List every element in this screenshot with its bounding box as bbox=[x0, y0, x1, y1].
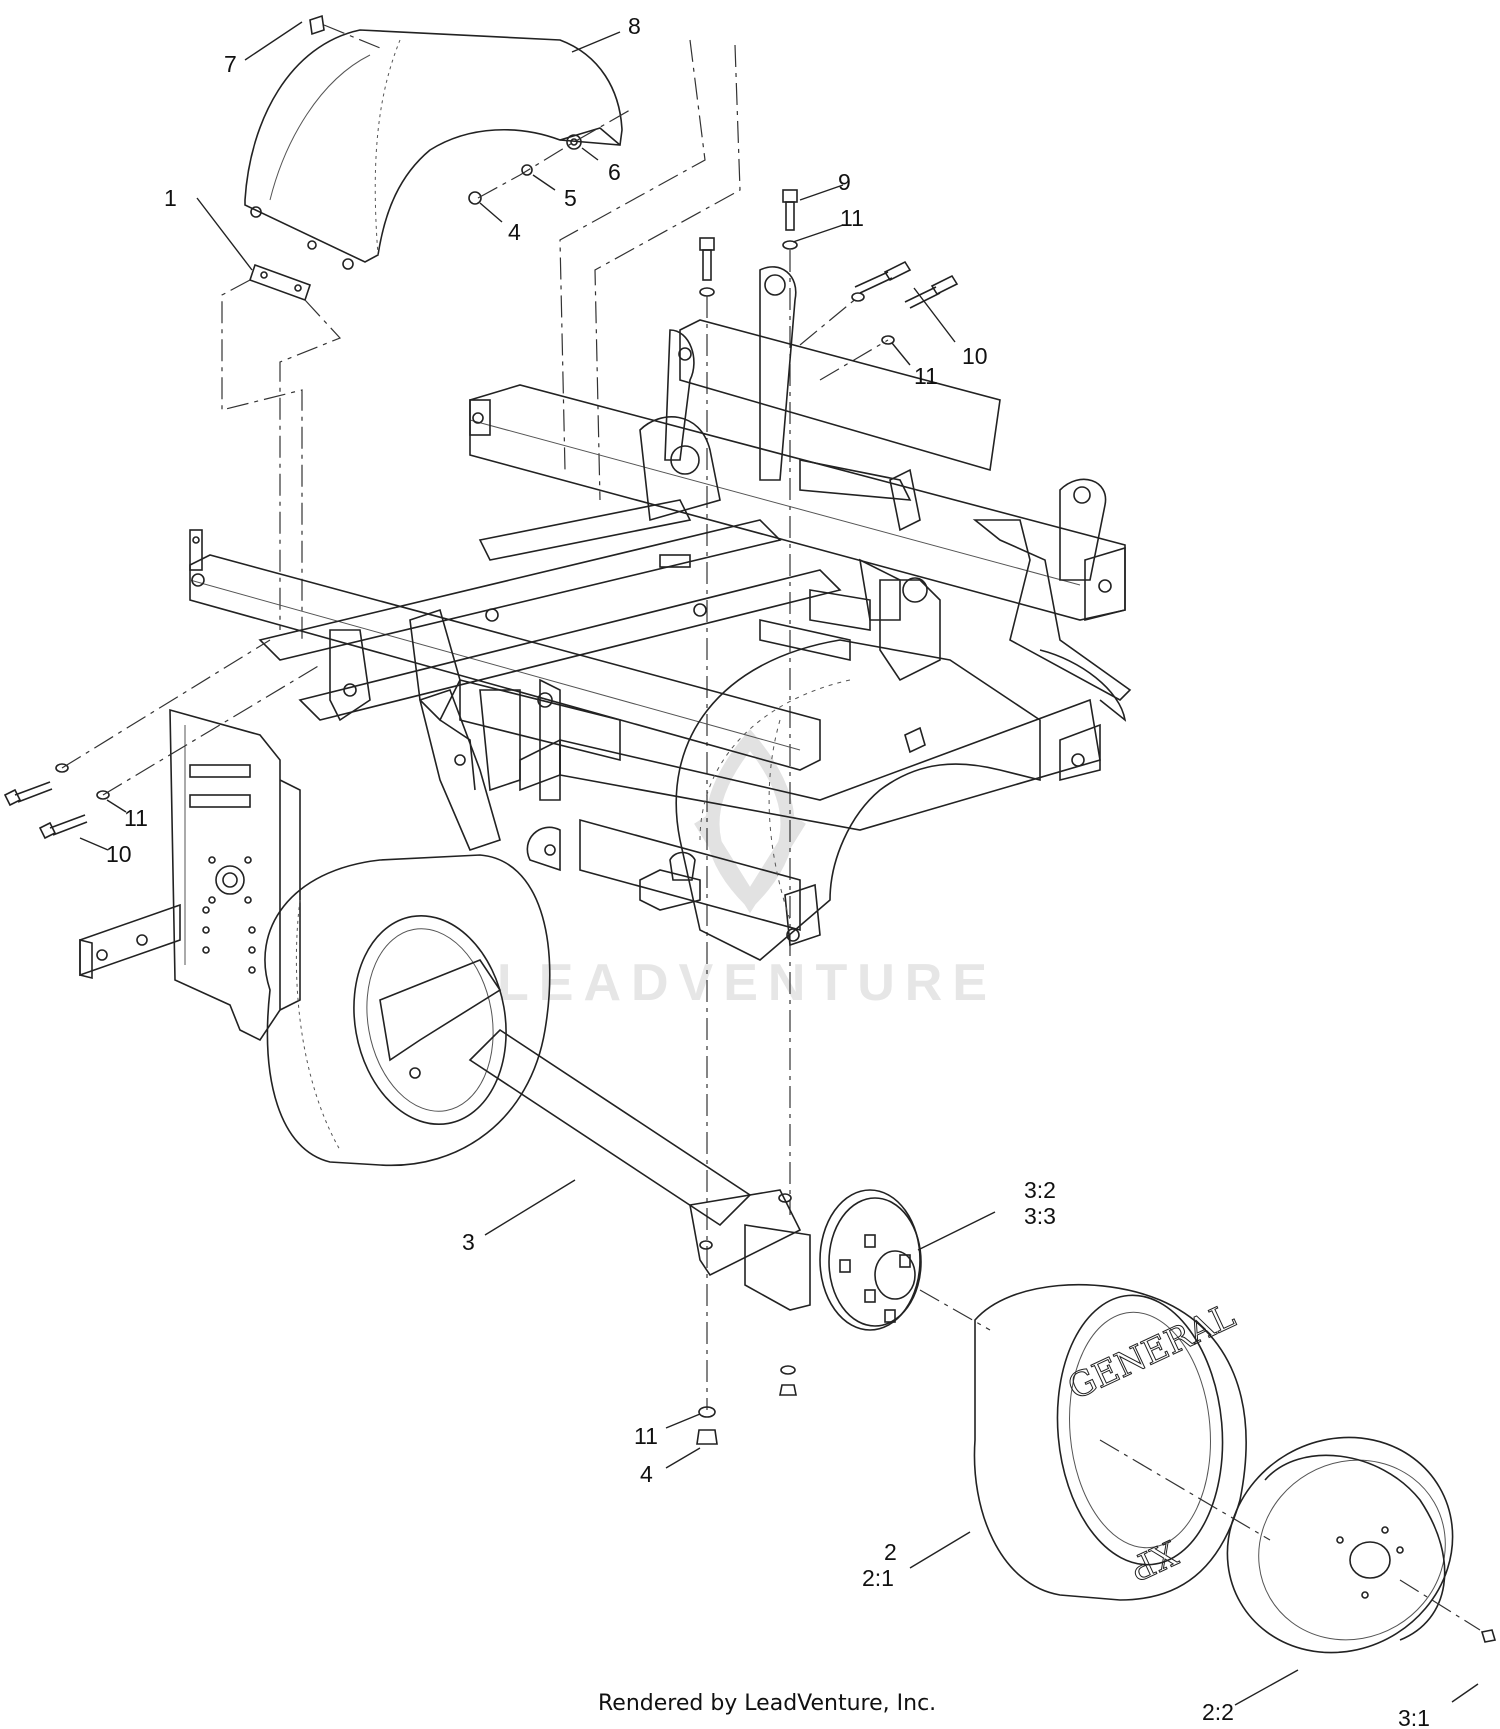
callout-4-top: 4 bbox=[508, 219, 521, 245]
callout-labels: 7 8 6 5 4 1 9 11 10 11 11 10 3 3:2 3:3 1… bbox=[106, 13, 1430, 1729]
main-frame bbox=[79, 266, 1132, 1042]
callout-11-right: 11 bbox=[914, 363, 938, 389]
callout-4-bottom: 4 bbox=[640, 1461, 653, 1487]
decal bbox=[309, 14, 325, 36]
watermark: LEADVENTURE bbox=[497, 729, 997, 1012]
fender-top bbox=[244, 29, 623, 270]
tire-brand-text: GENERAL bbox=[1062, 1296, 1241, 1408]
axle bbox=[468, 1028, 811, 1311]
washer-11-bottom bbox=[698, 1406, 716, 1418]
washer-lower-right bbox=[780, 1365, 796, 1375]
fender-installed bbox=[675, 639, 1041, 961]
callout-3-2: 3:2 bbox=[1024, 1177, 1056, 1203]
fender-bracket bbox=[248, 263, 312, 302]
watermark-text: LEADVENTURE bbox=[497, 954, 997, 1012]
callout-1: 1 bbox=[164, 185, 177, 211]
callout-10-right: 10 bbox=[962, 343, 988, 369]
callout-9: 9 bbox=[838, 169, 851, 195]
callout-3-1: 3:1 bbox=[1398, 1705, 1430, 1729]
callout-11-bottom: 11 bbox=[634, 1423, 658, 1449]
callout-2: 2 bbox=[884, 1539, 897, 1565]
lockwasher-5 bbox=[521, 164, 533, 176]
hub bbox=[819, 1189, 922, 1331]
callout-8: 8 bbox=[628, 13, 641, 39]
lug-nut bbox=[1480, 1629, 1497, 1643]
callout-11-upper: 11 bbox=[840, 205, 864, 231]
tire: GENERAL XP bbox=[973, 1283, 1247, 1601]
washer-6 bbox=[566, 134, 582, 150]
callout-3-3: 3:3 bbox=[1024, 1203, 1056, 1229]
bolt-center bbox=[699, 237, 715, 297]
tire-model-text: XP bbox=[1124, 1532, 1184, 1588]
callout-3: 3 bbox=[462, 1229, 475, 1255]
watermark-logo-icon bbox=[694, 729, 806, 914]
bolts-10-left bbox=[3, 763, 110, 840]
callout-5: 5 bbox=[564, 185, 577, 211]
callout-2-1: 2:1 bbox=[862, 1565, 894, 1591]
bolt-9 bbox=[782, 189, 798, 250]
callout-7: 7 bbox=[224, 51, 237, 77]
callout-11-left: 11 bbox=[124, 805, 148, 831]
callout-2-2: 2:2 bbox=[1202, 1699, 1234, 1725]
footer-credit: Rendered by LeadVenture, Inc. bbox=[598, 1691, 936, 1716]
callout-6: 6 bbox=[608, 159, 621, 185]
wheel-installed bbox=[264, 854, 551, 1167]
callout-10-left: 10 bbox=[106, 841, 132, 867]
bolts-10-right bbox=[851, 260, 959, 345]
nut-4-bottom bbox=[696, 1429, 718, 1445]
nut-4-top bbox=[468, 191, 482, 205]
rim bbox=[1226, 1436, 1454, 1654]
